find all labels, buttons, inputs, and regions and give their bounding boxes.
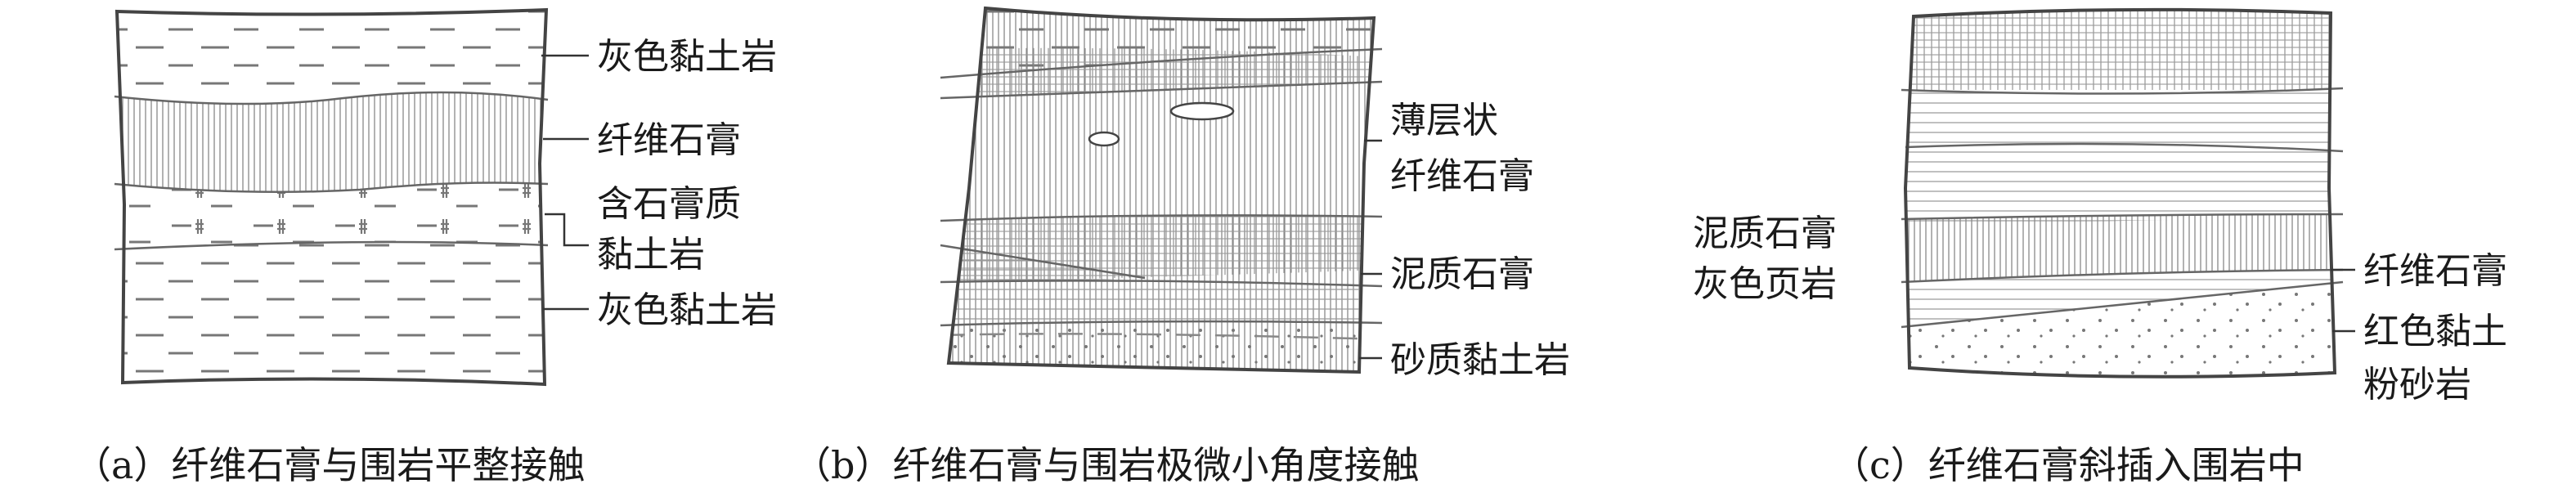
panel-a-drawing bbox=[117, 10, 546, 384]
panel-c: 泥质石膏 灰色页岩 纤维石膏 红色黏土 粉砂岩 （c）纤维石膏斜插入围岩中 bbox=[1693, 7, 2507, 487]
caption-b: （b）纤维石膏与围岩极微小角度接触 bbox=[793, 443, 1419, 487]
gypsum-nodule-large bbox=[1169, 101, 1235, 121]
sample-outline-c bbox=[1903, 7, 2337, 379]
label-gypsiferous: 含石膏质 bbox=[597, 183, 741, 225]
panel-b: 薄层状 纤维石膏 泥质石膏 砂质黏土岩 （b）纤维石膏与围岩极微小角度接触 bbox=[793, 6, 1570, 487]
caption-a: （a）纤维石膏与围岩平整接触 bbox=[74, 443, 585, 487]
label-sandy-claystone: 砂质黏土岩 bbox=[1390, 339, 1570, 381]
label-siltstone: 粉砂岩 bbox=[2363, 364, 2471, 406]
panel-c-drawing bbox=[1905, 9, 2335, 377]
label-claystone: 黏土岩 bbox=[597, 234, 705, 276]
gypsum-nodule-small bbox=[1088, 131, 1120, 147]
label-argillaceous-gypsum-c: 泥质石膏 bbox=[1693, 213, 1837, 254]
label-fibrous-gypsum: 纤维石膏 bbox=[597, 119, 741, 161]
label-argillaceous-gypsum: 泥质石膏 bbox=[1390, 253, 1534, 295]
label-thin-layered: 薄层状 bbox=[1390, 100, 1498, 141]
panel-b-drawing bbox=[949, 8, 1374, 372]
label-gray-shale: 灰色页岩 bbox=[1693, 263, 1837, 305]
label-fibrous-gypsum-c: 纤维石膏 bbox=[2363, 250, 2507, 292]
label-fibrous-gypsum-b: 纤维石膏 bbox=[1390, 155, 1534, 197]
label-red-clay: 红色黏土 bbox=[2363, 311, 2507, 352]
sample-outline-a bbox=[114, 7, 549, 387]
label-gray-claystone-bottom: 灰色黏土岩 bbox=[597, 289, 777, 331]
label-gray-claystone-top: 灰色黏土岩 bbox=[597, 36, 777, 78]
sample-outline-b bbox=[946, 6, 1376, 374]
caption-c: （c）纤维石膏斜插入围岩中 bbox=[1832, 443, 2304, 487]
panel-a: 灰色黏土岩 纤维石膏 含石膏质 黏土岩 灰色黏土岩 （a）纤维石膏与围岩平整接触 bbox=[74, 7, 777, 487]
